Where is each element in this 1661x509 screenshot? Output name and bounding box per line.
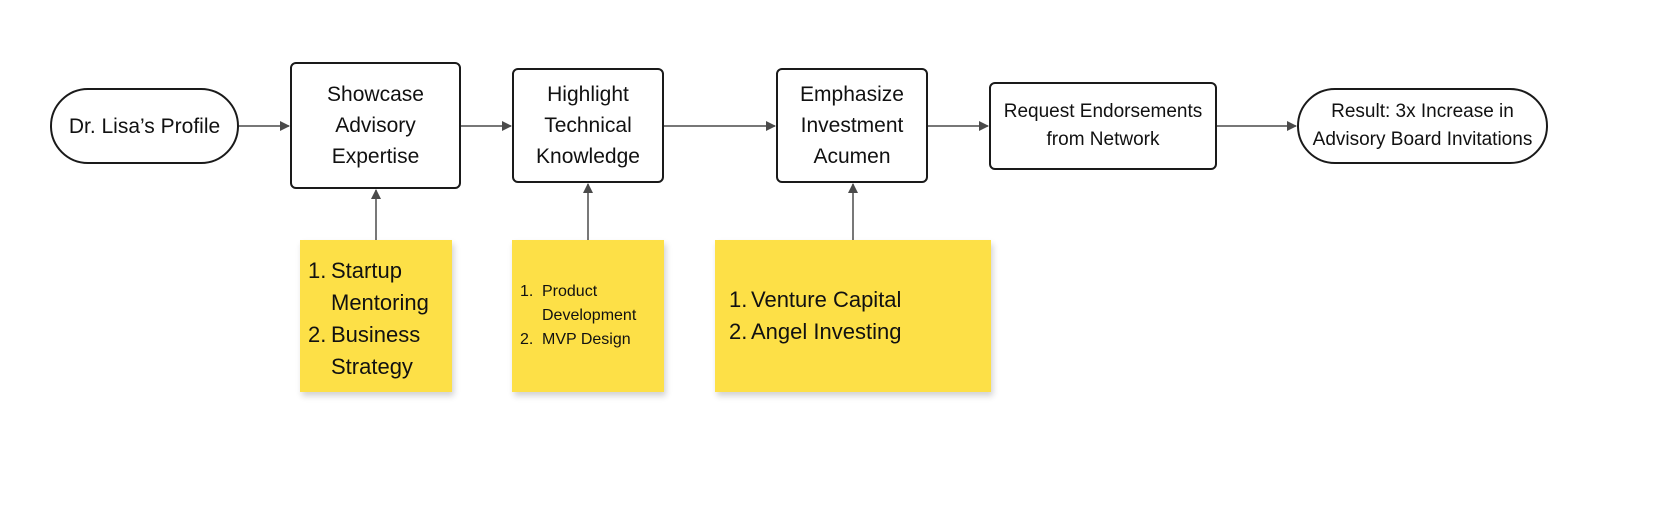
note-list: 1. Venture Capital 2. Angel Investing	[729, 284, 981, 348]
node-highlight-technical-knowledge[interactable]: Highlight Technical Knowledge	[512, 68, 664, 183]
note-list-item: 1. Venture Capital	[729, 284, 981, 316]
list-number: 2.	[520, 331, 534, 348]
list-item-text: MVP Design	[542, 331, 631, 348]
sticky-note-advisory[interactable]: 1. Startup Mentoring 2. Business Strateg…	[300, 240, 452, 392]
list-number: 1.	[729, 287, 748, 312]
sticky-note-technical[interactable]: 1. Product Development 2. MVP Design	[512, 240, 664, 392]
node-emphasize-investment-acumen[interactable]: Emphasize Investment Acumen	[776, 68, 928, 183]
note-list-item: 1. Startup Mentoring	[308, 255, 446, 319]
node-request-endorsements[interactable]: Request Endorsements from Network	[989, 82, 1217, 170]
list-number: 2.	[729, 319, 748, 344]
node-start-profile[interactable]: Dr. Lisa’s Profile	[50, 88, 239, 164]
list-item-text: Product Development	[542, 283, 637, 324]
note-list-item: 2. Business Strategy	[308, 319, 446, 383]
node-result[interactable]: Result: 3x Increase in Advisory Board In…	[1297, 88, 1548, 164]
list-number: 1.	[520, 283, 534, 300]
note-list-item: 2. MVP Design	[520, 328, 658, 352]
list-item-text: Business Strategy	[331, 322, 421, 379]
node-showcase-advisory-expertise[interactable]: Showcase Advisory Expertise	[290, 62, 461, 189]
list-number: 1.	[308, 258, 327, 283]
note-list-item: 1. Product Development	[520, 280, 658, 328]
note-list: 1. Product Development 2. MVP Design	[520, 280, 658, 352]
sticky-note-investment[interactable]: 1. Venture Capital 2. Angel Investing	[715, 240, 991, 392]
note-list-item: 2. Angel Investing	[729, 316, 981, 348]
note-list: 1. Startup Mentoring 2. Business Strateg…	[308, 255, 446, 383]
list-item-text: Startup Mentoring	[331, 258, 429, 315]
list-number: 2.	[308, 322, 327, 347]
list-item-text: Venture Capital	[751, 287, 902, 312]
list-item-text: Angel Investing	[751, 319, 902, 344]
